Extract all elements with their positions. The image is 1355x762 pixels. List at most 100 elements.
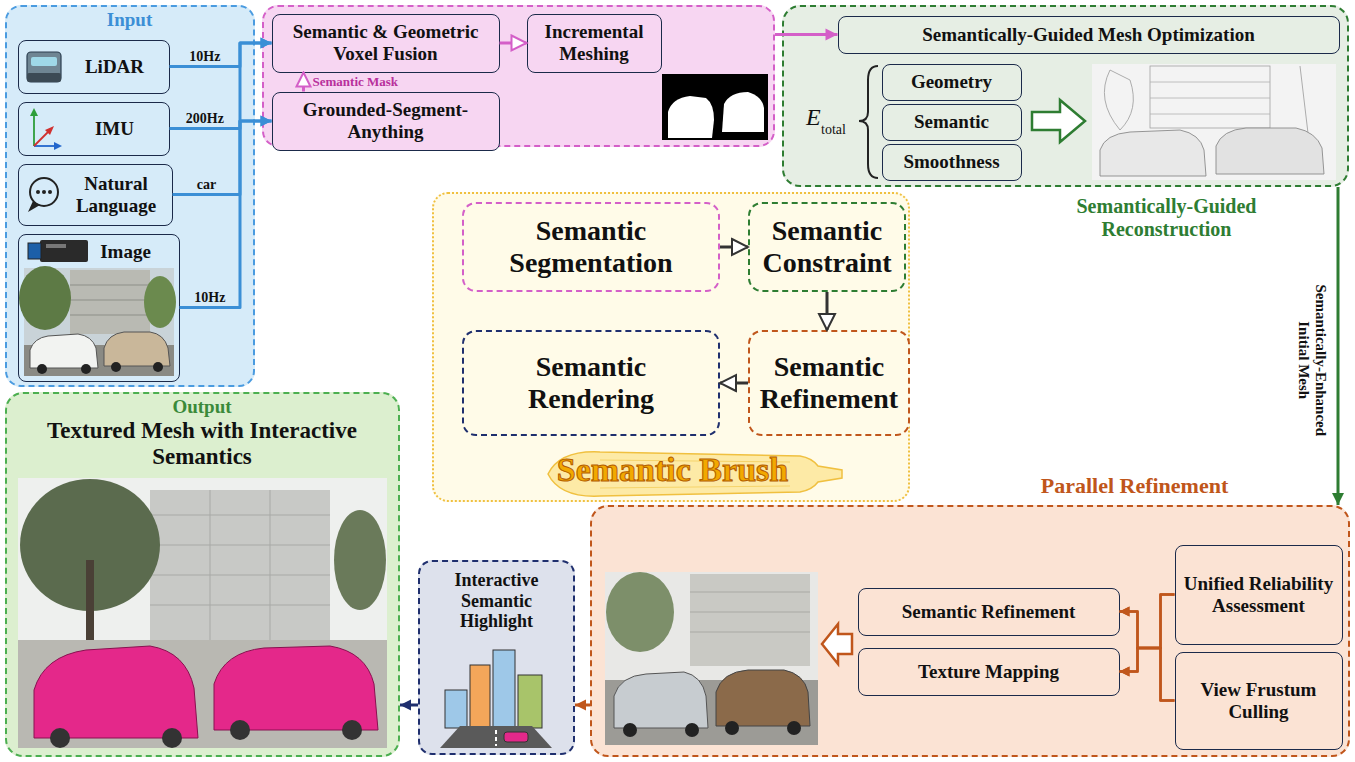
edge-label: Semantically-Enhanced Initial Mesh <box>1294 265 1331 455</box>
city-icon <box>440 650 552 748</box>
process-box: Unified Reliability Assessment <box>1175 545 1343 645</box>
lidar-icon-part <box>27 52 61 82</box>
output-scene-image-part <box>334 510 386 610</box>
hollow-arrow <box>822 624 852 664</box>
output-panel: OutputTextured Mesh with Interactive Sem… <box>5 392 400 757</box>
box-label: Smoothness <box>903 151 999 173</box>
output-scene-image-part <box>86 560 94 650</box>
semantic-brush-panel: Semantic BrushSemantic SegmentationSeman… <box>432 192 910 502</box>
panel-heading: Parallel Refinement <box>990 473 1280 498</box>
lidar-icon-part <box>31 57 57 66</box>
input-photo-part <box>70 285 150 286</box>
mesh-render-image-part <box>1150 114 1270 115</box>
camera-icon-part <box>40 240 88 262</box>
output-scene-image-part <box>342 720 362 740</box>
camera-icon <box>28 240 88 262</box>
box-label: Image <box>100 241 151 263</box>
semantic-mask-image-part <box>722 92 764 132</box>
connector-arrow <box>170 43 272 129</box>
output-scene-image-part <box>150 605 330 606</box>
input-photo-part <box>70 300 150 301</box>
connector-arrow <box>826 292 829 330</box>
output-scene-image-part <box>150 490 330 642</box>
sensor-box: LiDAR <box>18 40 170 94</box>
panel-heading: Input <box>5 9 255 31</box>
energy-term-box: Semantic <box>882 104 1022 141</box>
box-label: Semantic Segmentation <box>472 215 710 279</box>
textured-scene-image-part <box>690 574 810 666</box>
edge-label: 10Hz <box>189 49 220 65</box>
panel-heading: Semantically-Guided Reconstruction <box>1032 195 1302 241</box>
imu-axes-icon-part <box>45 126 54 135</box>
camera-icon-part <box>46 244 66 248</box>
textured-scene-image-part <box>606 572 674 652</box>
brush-shape-part <box>600 460 790 462</box>
connector-arrow <box>1120 595 1175 672</box>
highlight-box: Interactive Semantic Highlight <box>418 560 575 755</box>
input-photo-part <box>24 345 174 376</box>
connector-arrow <box>500 42 527 45</box>
imu-axes-icon-part <box>34 145 56 147</box>
panel-heading: Semantic Brush <box>550 450 795 489</box>
textured-scene-image-part <box>690 612 810 613</box>
output-scene-image-part <box>50 728 70 748</box>
connector-arrow <box>575 704 590 707</box>
brush-shape <box>548 452 842 496</box>
input-photo <box>19 266 176 376</box>
stage-box: Semantic Constraint <box>748 202 906 292</box>
city-icon-part <box>504 732 528 742</box>
box-label: Interactive Semantic Highlight <box>428 570 565 632</box>
output-scene-image-part <box>20 479 160 611</box>
energy-brace-part <box>859 66 878 178</box>
textured-scene-image-part <box>787 721 801 735</box>
chat-bubble-icon-part <box>30 178 58 206</box>
chat-bubble-icon-part <box>48 190 52 194</box>
connector-arrow <box>1120 595 1175 649</box>
reconstruction-panel: Semantically-Guided ReconstructionSemant… <box>782 5 1349 187</box>
lidar-icon <box>27 52 61 82</box>
connector-arrow <box>1337 187 1340 505</box>
input-photo-part <box>30 334 98 368</box>
imu-axes-icon <box>30 108 62 150</box>
box-label: Incremental Meshing <box>536 21 653 65</box>
textured-scene-image-part <box>623 723 637 737</box>
mesh-render-image-part <box>1150 98 1270 99</box>
input-photo-part <box>70 315 150 316</box>
hollow-arrow-part <box>822 624 852 664</box>
box-label: Semantically-Guided Mesh Optimization <box>922 24 1255 46</box>
semantic-mask-image <box>662 74 768 140</box>
box-label: Semantic Rendering <box>472 351 710 415</box>
box-label: View Frustum Culling <box>1184 679 1334 723</box>
connector-arrow <box>720 246 748 249</box>
output-scene-image-part <box>150 575 330 576</box>
city-icon-part <box>445 690 467 728</box>
connector-arrow <box>720 382 748 385</box>
hollow-arrow-part <box>1032 100 1085 142</box>
box-label: Texture Mapping <box>918 661 1059 683</box>
city-icon-part <box>518 675 542 728</box>
imu-axes-icon-part <box>34 130 50 146</box>
semantic-mask-image-part <box>668 96 714 138</box>
imu-axes-icon-part <box>30 108 38 116</box>
mesh-render-image-part <box>1100 130 1206 176</box>
camera-icon-part <box>28 243 41 259</box>
input-photo-part <box>104 332 170 366</box>
chat-bubble-icon <box>28 178 58 212</box>
process-box: Incremental Meshing <box>527 14 662 73</box>
input-box: Natural Language <box>18 164 173 226</box>
image-box: Image <box>18 234 180 382</box>
brush-shape-part <box>600 486 790 488</box>
formula-label: E <box>806 104 821 132</box>
edge-label: 10Hz <box>194 290 225 306</box>
energy-term-box: Geometry <box>882 64 1022 101</box>
output-scene-image <box>18 478 387 748</box>
output-scene-image-part <box>18 640 387 748</box>
imu-axes-icon-part <box>33 114 35 146</box>
input-photo-part <box>19 266 71 330</box>
input-photo-part <box>24 268 174 376</box>
process-box: View Frustum Culling <box>1175 652 1343 750</box>
textured-scene-image-part <box>685 723 699 737</box>
refinement-panel: Parallel RefinementUnified Reliability A… <box>590 505 1350 757</box>
panel-heading: Output <box>5 396 400 418</box>
process-box: Semantic Refinement <box>858 588 1120 636</box>
